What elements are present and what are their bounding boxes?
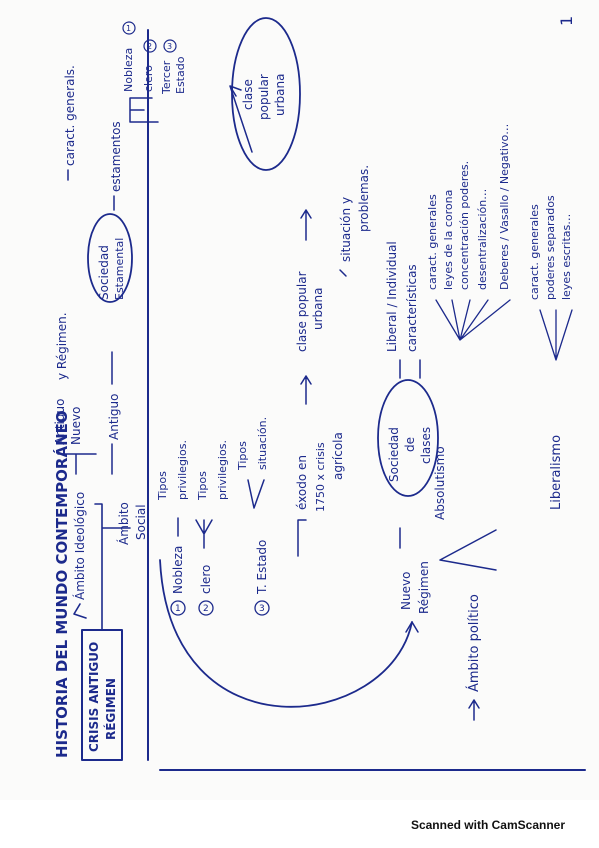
ideologico-label: Ámbito Ideológico [72,492,87,600]
lib-item-1: caract. generales [528,204,541,300]
exodo-2: 1750 x crisis [314,442,327,512]
abs-item-4: desentralización… [476,189,489,290]
clase-popular-arrow [229,85,253,153]
liberal-individual: Liberal / Individual [385,241,399,352]
exodo-arrow [297,519,307,557]
list-t1-2: Tipos [196,471,209,501]
clase-3: urbana [273,74,287,116]
exodo-to-clase [300,375,312,405]
clase-to-situacion [300,209,312,241]
camscanner-watermark: Scanned with CamScanner [410,818,565,832]
circle-1-num: 1 [126,24,131,33]
abs-item-5: Deberes / Vasallo / Negativo… [498,124,511,290]
list-num-1: 1 [175,604,181,614]
caracteristicas-label: características [405,264,419,352]
exodo-3: agrícola [331,432,345,480]
liberalismo-fan [539,309,573,361]
circle-2-num: 2 [147,42,152,51]
ideologico-antiguo: Antiguo [53,399,67,445]
exodo-cp-2: urbana [311,288,325,330]
circle-2 [143,39,157,53]
list-dash-2 [195,519,213,549]
abs-item-3: concentración poderes. [458,161,471,290]
sociedad-clases-circle [377,379,439,497]
circle-1 [122,21,136,35]
social-antiguo: Antiguo [107,394,121,440]
branch-arrows [73,503,131,631]
clase-2: popular [257,74,271,120]
tercer-1: Tercer [160,60,173,95]
list-name-3: T. Estado [255,540,269,595]
large-curve-arrowhead [405,621,419,633]
large-curve [159,559,413,708]
situacion-tick [339,269,347,277]
tercer-2: Estado [174,56,187,94]
ideologico-regimen: y Régimen. [55,312,69,380]
clase-1: clase [241,79,255,110]
situacion-2: problemas. [357,165,371,232]
caract-generals: caract. generals. [63,65,77,166]
lib-item-3: leyes escritas… [560,214,573,300]
list-name-1: Nobleza [171,546,185,594]
ideologico-brace [57,453,97,475]
lib-item-2: poderes separados [544,195,557,300]
nuevo-regimen-1: Nuevo [399,572,413,610]
sociedad-clases-2: de [403,437,417,452]
list-name-2: clero [199,565,213,594]
politico-label: Ámbito político [466,594,482,692]
social-label-2: Social [134,504,148,540]
list-t2-3: situación. [256,417,269,470]
sociedad-2: Estamental [113,238,126,300]
ideologico-nuevo: Nuevo [69,407,83,445]
list-num-3: 3 [259,604,265,614]
nuevo-regimen-2: Régimen [417,561,431,614]
scanner-footer: Scanned with CamScanner [0,812,599,848]
absolutismo-fan [435,299,511,341]
absolutismo-label: Absolutismo [433,446,447,520]
list-num-2: 2 [203,604,209,614]
list-t1-1: Tipos [156,471,169,501]
abs-item-1: caract. generales [426,194,439,290]
social-label-1: Ámbito [116,502,131,545]
abs-item-2: leyes de la corona [442,190,455,290]
list-t1-3: Tipos [236,441,249,471]
list-circle-2 [198,600,214,616]
sociedad-estamental-circle [87,213,133,303]
list-t2-1: privilegios. [176,440,189,500]
politico-brace [439,529,497,571]
scanned-page: 1 HISTORIA DEL MUNDO CONTEMPORÁNEO CRISI… [52,15,586,771]
list-circle-3 [254,600,270,616]
handwritten-notes: 1 HISTORIA DEL MUNDO CONTEMPORÁNEO CRISI… [52,16,586,771]
circle-3-num: 3 [167,42,172,51]
sociedad-clases-3: clases [419,427,433,464]
heading-line-2: RÉGIMEN [103,678,118,740]
page-title: HISTORIA DEL MUNDO CONTEMPORÁNEO [52,410,71,758]
list-t2-2: privilegios. [216,440,229,500]
estamentos-brace [129,97,159,123]
circle-3 [163,39,177,53]
exodo-cp-1: clase popular [295,271,309,352]
sociedad-1: Sociedad [97,245,111,300]
sociedad-clases-1: Sociedad [387,427,401,482]
page-number: 1 [557,16,576,26]
clero-label: clero [142,65,155,92]
liberalismo-label: Liberalismo [549,435,564,510]
list-circle-1 [170,600,186,616]
estamentos-label: estamentos [109,121,123,192]
exodo-1: éxodo en [295,455,309,510]
politico-arrow [468,699,480,721]
situacion-1: situación y [339,197,353,262]
nobleza-label: Nobleza [122,48,135,92]
heading-line-1: CRISIS ANTIGUO [87,642,101,752]
list-dash-3 [247,479,265,509]
